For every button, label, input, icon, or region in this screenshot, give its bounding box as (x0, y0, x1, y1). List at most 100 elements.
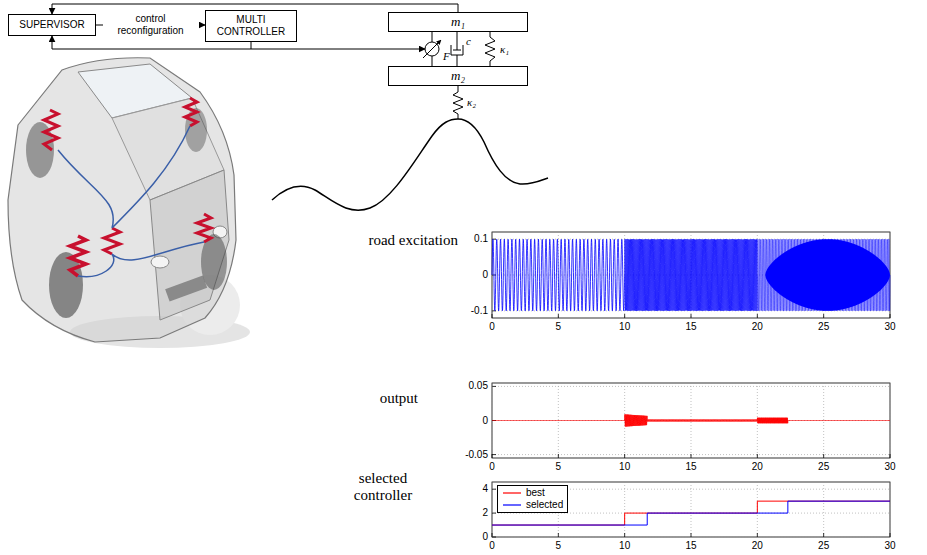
tick-label: 20 (752, 321, 763, 333)
label-text: 5 (556, 540, 562, 551)
plot-frame (492, 232, 890, 318)
legend-line-sample (502, 501, 522, 509)
spring-label: κ₂ (467, 96, 476, 108)
tick-mark (492, 537, 496, 538)
element-label: κ₁ (500, 43, 509, 55)
tick-mark (558, 533, 559, 537)
tick-mark (890, 454, 891, 458)
tick-mark (691, 454, 692, 458)
grid-line (492, 482, 493, 537)
label-text: 20 (752, 321, 763, 332)
chart-frames (492, 232, 890, 537)
suspension-coil (185, 98, 197, 126)
output-signal (492, 414, 890, 426)
tick-label: 20 (752, 540, 763, 552)
control-wire (58, 126, 204, 277)
tick-mark (890, 314, 891, 318)
tick-label: 0.1 (474, 233, 488, 245)
tick-label: 0 (482, 415, 488, 427)
tick-mark (890, 533, 891, 537)
actuator (423, 32, 441, 66)
mass-block: m₁ (388, 12, 528, 32)
signals (492, 239, 890, 525)
tick-label: -0.1 (471, 305, 488, 317)
suspension-coil (44, 110, 58, 150)
tick-mark (823, 454, 824, 458)
tick-label: 30 (884, 461, 895, 473)
label-text: 10 (619, 540, 630, 551)
suspension-coil (104, 228, 120, 254)
edge-label-text: control reconfiguration (117, 13, 183, 36)
damper (451, 32, 463, 66)
tick-label: 5 (556, 461, 562, 473)
variable-arrow (423, 40, 441, 58)
legend-line (503, 492, 521, 493)
tick-mark (558, 314, 559, 318)
plot-frame (492, 383, 890, 458)
label-text: 0 (489, 321, 495, 332)
label-text: 2 (482, 507, 488, 518)
tick-label: 5 (556, 540, 562, 552)
tick-mark (691, 533, 692, 537)
road-signal (492, 239, 625, 311)
label-text: 20 (752, 540, 763, 551)
label-text: -0.05 (465, 449, 488, 460)
label-text: 0 (482, 269, 488, 280)
label-text: κ₂ (467, 96, 476, 108)
label-text: 0 (489, 461, 495, 472)
tick-mark (492, 513, 496, 514)
label-text: 0 (482, 415, 488, 426)
label-text: 0 (489, 540, 495, 551)
element-label: F (443, 50, 450, 62)
label-text: 15 (685, 540, 696, 551)
legend: bestselected (497, 485, 568, 513)
tick-label: 25 (818, 321, 829, 333)
tick-label: 30 (884, 321, 895, 333)
tick-label: 25 (818, 540, 829, 552)
tick-mark (757, 533, 758, 537)
grid-line (823, 482, 824, 537)
tick-mark (823, 533, 824, 537)
tick-label: 0 (489, 461, 495, 473)
tick-label: 10 (619, 540, 630, 552)
tick-label: 15 (685, 540, 696, 552)
tick-mark (757, 314, 758, 318)
label-text: 10 (619, 321, 630, 332)
tick-mark (823, 314, 824, 318)
label-text: 5 (556, 321, 562, 332)
mass-block: m₂ (388, 66, 528, 86)
car-body (8, 58, 236, 342)
label-text: 30 (884, 461, 895, 472)
tick-mark (492, 310, 496, 311)
tick-label: 0 (482, 269, 488, 281)
connector-line (485, 32, 495, 66)
label-text: 10 (619, 461, 630, 472)
tick-label: 0 (489, 540, 495, 552)
supervisor-box: SUPERVISOR (8, 14, 96, 36)
tick-label: 0 (489, 321, 495, 333)
plot-frame (492, 482, 890, 537)
road-signal (757, 239, 890, 311)
label-text: 4 (482, 483, 488, 494)
connector-line (451, 32, 463, 66)
tick-mark (624, 533, 625, 537)
axis-title: output (380, 390, 418, 407)
grid-line (691, 482, 692, 537)
label-text: 0.05 (469, 380, 488, 391)
tick-label: 15 (685, 321, 696, 333)
label-text: 20 (752, 461, 763, 472)
tick-label: 0.05 (469, 380, 488, 392)
legend-line-sample (502, 489, 522, 497)
headlight (151, 256, 169, 268)
label-text: road excitation (368, 232, 458, 248)
label-text: 25 (818, 321, 829, 332)
edge-label-text: κ₁ (500, 43, 509, 55)
tick-mark (492, 533, 493, 537)
box-text: SUPERVISOR (19, 19, 84, 31)
tick-label: 5 (556, 321, 562, 333)
tick-label: 20 (752, 461, 763, 473)
tick-mark (757, 454, 758, 458)
label-text: 25 (818, 540, 829, 551)
label-text: 30 (884, 540, 895, 551)
tyre-spring (453, 86, 463, 119)
